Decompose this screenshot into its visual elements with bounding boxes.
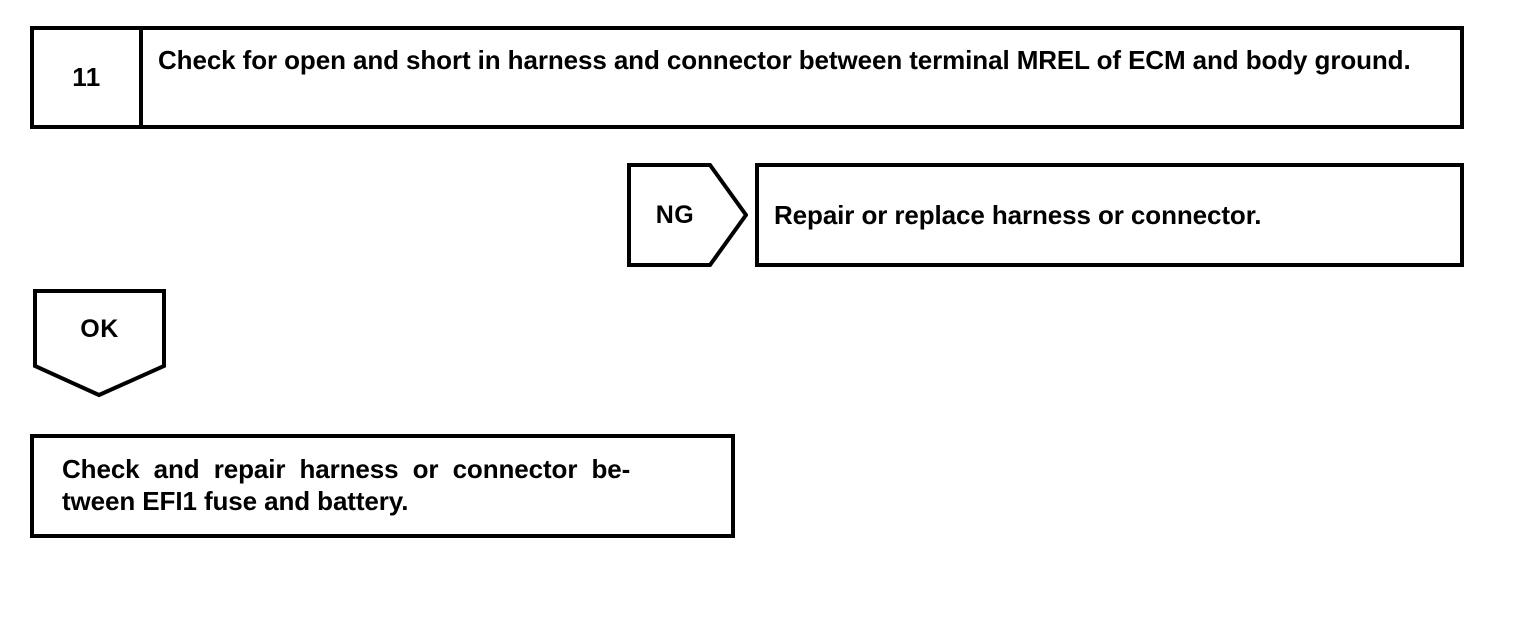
- ng-result-text: Repair or replace harness or connector.: [774, 199, 1262, 230]
- ok-result-box: Check and repair harness or connector be…: [30, 434, 735, 538]
- ng-arrow-label: NG: [655, 200, 695, 229]
- step-instruction-text: Check for open and short in harness and …: [158, 45, 1411, 75]
- step-text-cell: Check for open and short in harness and …: [143, 30, 1460, 125]
- ok-arrow-label: OK: [80, 314, 119, 343]
- ng-arrow-label-wrap: NG: [627, 163, 723, 267]
- step-number: 11: [72, 62, 101, 92]
- step-number-cell: 11: [34, 30, 143, 125]
- ng-arrow-shape: [627, 163, 748, 267]
- step-box: 11 Check for open and short in harness a…: [30, 26, 1464, 129]
- ok-arrow-shape: [33, 289, 166, 398]
- ok-result-text-line-1: Check and repair harness or connector be…: [62, 454, 631, 485]
- ok-arrow-label-wrap: OK: [33, 289, 166, 369]
- ok-result-text-line-2: tween EFI1 fuse and battery.: [62, 486, 409, 516]
- ng-result-box: Repair or replace harness or connector.: [755, 163, 1464, 267]
